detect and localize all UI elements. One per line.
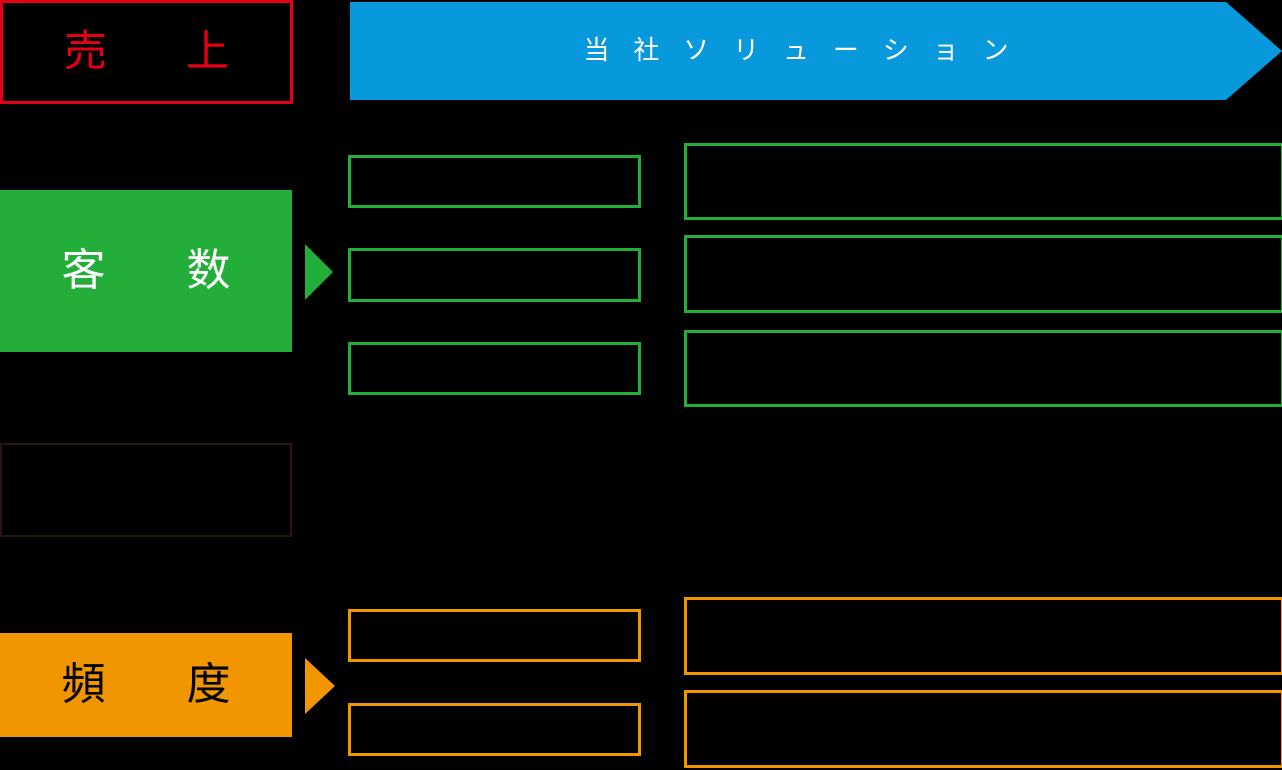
cause-box-green-3 xyxy=(348,342,641,395)
kpi-box-frequency: 頻 度 xyxy=(0,633,292,737)
solution-banner-label: 当 社 ソ リ ュ ー シ ョ ン xyxy=(583,36,1017,66)
kpi-box-customers: 客 数 xyxy=(0,190,292,352)
triangle-right-icon-customers xyxy=(305,244,333,300)
cause-box-green-1 xyxy=(348,155,641,208)
cause-box-green-2 xyxy=(348,248,641,302)
cause-box-orange-1 xyxy=(348,609,641,662)
kpi-sales-label: 売 上 xyxy=(63,26,248,77)
solution-box-orange-2 xyxy=(684,690,1282,768)
kpi-customers-label: 客 数 xyxy=(61,245,249,296)
kpi-box-sales: 売 上 xyxy=(0,0,293,104)
kpi-box-spacer xyxy=(0,443,292,537)
solution-box-green-2 xyxy=(684,235,1282,313)
solution-box-green-3 xyxy=(684,330,1282,407)
solution-banner: 当 社 ソ リ ュ ー シ ョ ン xyxy=(350,2,1282,100)
solution-box-green-1 xyxy=(684,143,1282,220)
triangle-right-icon-frequency xyxy=(305,658,335,714)
solution-box-orange-1 xyxy=(684,597,1282,675)
kpi-frequency-label: 頻 度 xyxy=(61,659,249,710)
cause-box-orange-2 xyxy=(348,703,641,756)
